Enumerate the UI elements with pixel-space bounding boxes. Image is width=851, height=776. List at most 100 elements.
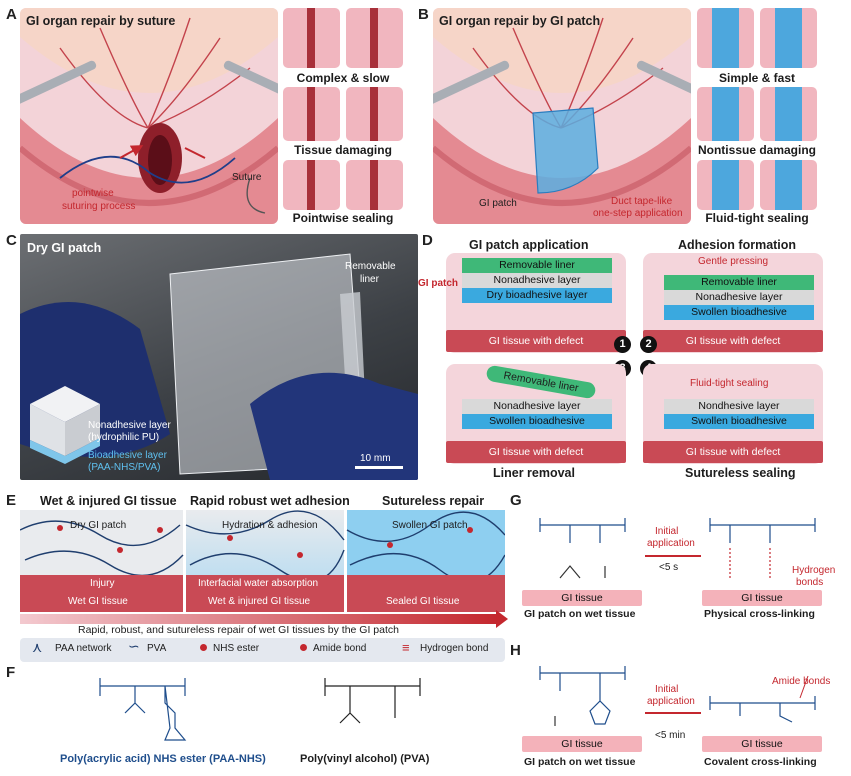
- paa-nhs-name: Poly(acrylic acid) NHS ester (PAA-NHS): [60, 753, 266, 765]
- fluid-tight-sealing-label: Fluid-tight sealing: [690, 378, 769, 389]
- step3-tissue: GI tissue with defect: [446, 441, 626, 463]
- step3-bioadhesive: Swollen bioadhesive: [462, 414, 612, 429]
- legend-nhs-label: NHS ester: [213, 643, 260, 654]
- g-time-label: <5 s: [659, 562, 679, 573]
- photo-drawing: [20, 253, 418, 480]
- wet-injured-tissue-label: Wet & injured GI tissue: [208, 596, 311, 607]
- hydration-adhesion-inner: Hydration & adhesion: [222, 520, 318, 531]
- panel-a-title: GI organ repair by suture: [26, 14, 176, 28]
- h-arrow: [645, 712, 701, 714]
- e-title-1: Wet & injured GI tissue: [40, 494, 177, 508]
- step4-nonadhesive: Nondhesive layer: [664, 399, 814, 414]
- g-application-label: application: [647, 538, 695, 549]
- removable-liner-label-1: Removable: [345, 261, 396, 272]
- suture-thumb-3: [283, 87, 340, 141]
- panel-c-letter: C: [6, 232, 17, 249]
- legend-hbond-icon: ≡: [402, 640, 410, 655]
- g-tissue-right: GI tissue: [702, 590, 822, 606]
- scale-bar-label: 10 mm: [360, 453, 391, 464]
- panel-a-letter: A: [6, 6, 17, 23]
- suture-thumb-6: [346, 160, 403, 210]
- h-polymer-drawing: [539, 666, 816, 726]
- step3-nonadhesive: Nonadhesive layer: [462, 399, 612, 414]
- e-tissue-2: [186, 575, 344, 612]
- suture-thumb-1: [283, 8, 340, 68]
- panel-a-illustration: GI organ repair by suture pointwise sutu…: [20, 8, 278, 224]
- pointwise-label: pointwise: [72, 188, 114, 199]
- legend-amide-label: Amide bond: [313, 643, 367, 654]
- step3-title: Liner removal: [493, 466, 575, 480]
- patch-thumb-2: [760, 8, 817, 68]
- step1-tissue: GI tissue with defect: [446, 330, 626, 352]
- step2-nonadhesive: Nonadhesive layer: [664, 290, 814, 305]
- h-initial-label: Initial: [655, 684, 679, 695]
- legend-paa-icon: ⋏: [32, 639, 43, 655]
- repair-progress-arrow: [20, 614, 498, 624]
- dry-gi-patch-inner: Dry GI patch: [70, 520, 127, 531]
- legend-nhs-icon: [200, 644, 207, 651]
- suture-thumb-2: [346, 8, 403, 68]
- nontissue-damaging-caption: Nontissue damaging: [697, 143, 816, 157]
- simple-fast-caption: Simple & fast: [718, 71, 796, 85]
- g-right-caption: Physical cross-linking: [704, 608, 815, 620]
- suture-label: Suture: [232, 172, 262, 183]
- patch-thumb-3: [697, 87, 754, 141]
- patch-thumb-6: [760, 160, 817, 210]
- hydrophilic-pu-label: (hydrophilic PU): [88, 432, 160, 443]
- g-left-caption: GI patch on wet tissue: [524, 608, 636, 620]
- panel-g-letter: G: [510, 492, 522, 509]
- step2-bioadhesive: Swollen bioadhesive: [664, 305, 814, 320]
- patch-thumb-4: [760, 87, 817, 141]
- step1-title: GI patch application: [469, 238, 589, 252]
- h-amide-label: Amide bonds: [772, 676, 831, 687]
- one-step-label: one-step application: [593, 208, 683, 219]
- panel-h-letter: H: [510, 642, 521, 659]
- repair-arrow-head: [496, 610, 508, 628]
- g-hydrogen-label: Hydrogen: [792, 565, 836, 576]
- g-bonds-label: bonds: [796, 577, 824, 588]
- duct-tape-label: Duct tape-like: [611, 196, 673, 207]
- suture-thumb-5: [283, 160, 340, 210]
- repair-arrow-text: Rapid, robust, and sutureless repair of …: [78, 624, 399, 636]
- injury-label: Injury: [90, 578, 115, 589]
- e-title-3: Sutureless repair: [382, 494, 485, 508]
- fluid-tight-caption: Fluid-tight sealing: [705, 211, 809, 225]
- g-tissue-left: GI tissue: [522, 590, 642, 606]
- suturing-process-label: suturing process: [62, 201, 136, 212]
- gi-patch-label: GI patch: [479, 198, 517, 209]
- step4-title: Sutureless sealing: [685, 466, 796, 480]
- h-tissue-right: GI tissue: [702, 736, 822, 752]
- bioadhesive-layer-label: Bioadhesive layer: [88, 450, 167, 461]
- tissue-damaging-caption: Tissue damaging: [294, 143, 392, 157]
- g-arrow: [645, 555, 701, 557]
- panel-b-title: GI organ repair by GI patch: [439, 14, 601, 28]
- patch-thumb-5: [697, 160, 754, 210]
- legend-amide-icon: [300, 644, 307, 651]
- pointwise-sealing-caption: Pointwise sealing: [292, 211, 394, 225]
- interfacial-water-label: Interfacial water absorption: [198, 578, 319, 589]
- swollen-gi-patch-inner: Swollen GI patch: [392, 520, 468, 531]
- step-number-2: 2: [640, 336, 657, 353]
- step-number-1: 1: [614, 336, 631, 353]
- legend-pva-icon: ∽: [128, 638, 140, 654]
- panel-d-letter: D: [422, 232, 433, 249]
- gi-patch-bracket-label: GI patch: [418, 278, 459, 289]
- h-left-caption: GI patch on wet tissue: [524, 756, 636, 768]
- step4-bioadhesive: Swollen bioadhesive: [664, 414, 814, 429]
- g-initial-label: Initial: [655, 526, 679, 537]
- nonadhesive-layer-label: Nonadhesive layer: [88, 420, 171, 431]
- stomach-patch-drawing: [433, 8, 691, 224]
- g-polymer-drawing: [539, 518, 816, 579]
- polymer-network-drawing: [20, 510, 505, 583]
- step1-bioadhesive: Dry bioadhesive layer: [462, 288, 612, 303]
- gentle-pressing-label: Gentle pressing: [698, 256, 769, 267]
- stomach-suture-drawing: [20, 8, 278, 224]
- step1-nonadhesive: Nonadhesive layer: [462, 273, 612, 288]
- step2-title: Adhesion formation: [678, 238, 797, 252]
- e-tissue-3: [347, 575, 505, 612]
- step2-liner: Removable liner: [664, 275, 814, 290]
- legend-pva-label: PVA: [147, 643, 167, 654]
- panel-e-letter: E: [6, 492, 17, 509]
- suture-thumb-4: [346, 87, 403, 141]
- removable-liner-label-2: liner: [360, 274, 379, 285]
